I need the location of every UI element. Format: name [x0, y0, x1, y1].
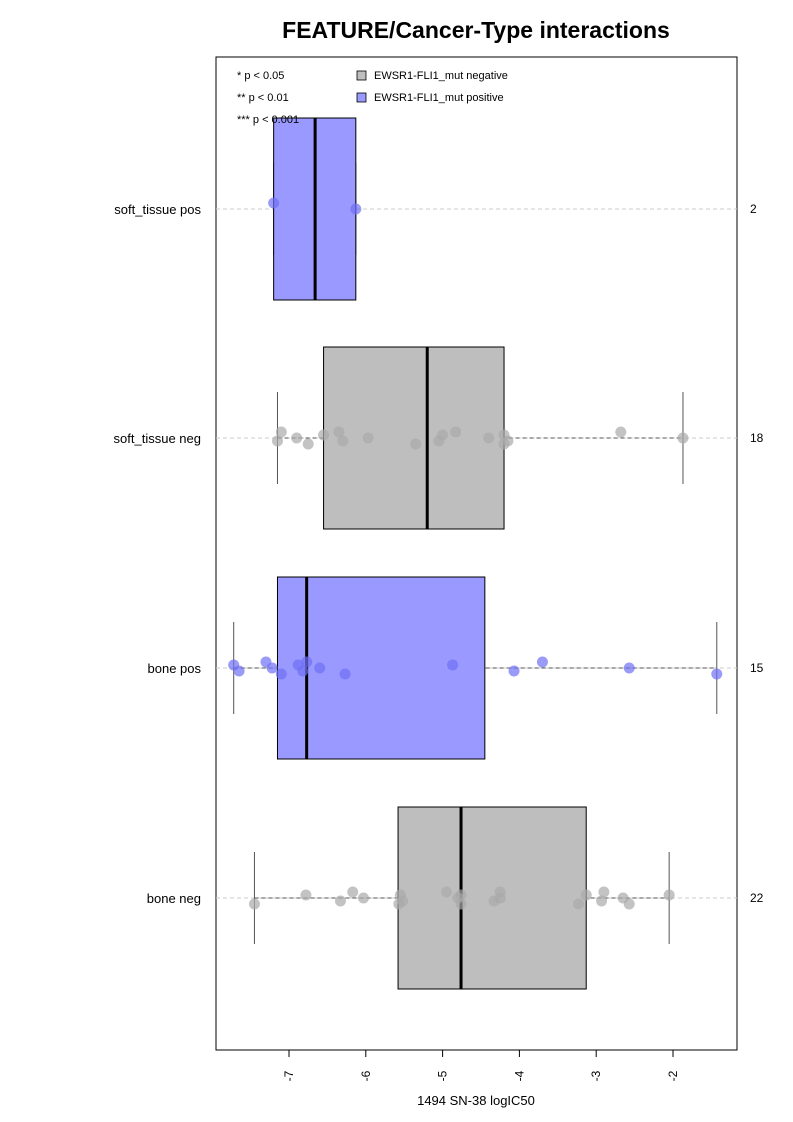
- data-point-3-0: [248, 898, 260, 910]
- data-point-2-11: [508, 665, 520, 677]
- data-point-2-9: [339, 668, 351, 680]
- boxes: [273, 117, 587, 990]
- data-point-2-4: [275, 668, 287, 680]
- data-point-2-14: [711, 668, 723, 680]
- category-label-0: soft_tissue pos: [114, 202, 201, 217]
- data-point-1-17: [677, 432, 689, 444]
- x-axis: -7 -6 -5 -4 -3 -2: [282, 1049, 680, 1081]
- data-point-1-6: [333, 426, 345, 438]
- legend-swatch-positive: [356, 92, 367, 103]
- data-point-3-1: [300, 889, 312, 901]
- data-point-2-13: [623, 662, 635, 674]
- legend-swatch-negative: [356, 70, 367, 81]
- category-label-2: bone pos: [148, 661, 202, 676]
- data-point-2-12: [536, 656, 548, 668]
- data-point-3-17: [596, 895, 608, 907]
- data-point-3-16: [580, 889, 592, 901]
- count-labels: 2 18 15 22: [750, 202, 764, 905]
- data-point-3-11: [455, 889, 467, 901]
- x-tick-label-2: -5: [436, 1070, 450, 1081]
- data-points: [228, 197, 723, 910]
- sig-legend-2: ** p < 0.01: [237, 92, 289, 104]
- data-point-3-7: [397, 895, 409, 907]
- data-point-1-5: [337, 435, 349, 447]
- data-point-3-14: [494, 892, 506, 904]
- count-label-0: 2: [750, 202, 757, 216]
- legend-label-negative: EWSR1-FLI1_mut negative: [374, 70, 508, 82]
- category-labels: soft_tissue pos soft_tissue neg bone pos bo…: [114, 202, 202, 906]
- data-point-1-0: [271, 435, 283, 447]
- box-1: [323, 346, 505, 530]
- x-axis-label: 1494 SN-38 logIC50: [417, 1093, 535, 1108]
- data-point-1-16: [615, 426, 627, 438]
- data-point-0-1: [350, 203, 362, 215]
- data-point-2-8: [314, 662, 326, 674]
- gridlines: [216, 208, 737, 899]
- data-point-1-1: [275, 426, 287, 438]
- data-point-3-15: [573, 898, 585, 910]
- legend: * p < 0.05 ** p < 0.01 *** p < 0.001 EWS…: [237, 70, 508, 126]
- data-point-2-10: [447, 659, 459, 671]
- legend-label-positive: EWSR1-FLI1_mut positive: [374, 92, 504, 104]
- x-tick-label-4: -3: [589, 1070, 603, 1081]
- data-point-1-10: [433, 435, 445, 447]
- data-point-3-21: [663, 889, 675, 901]
- data-point-2-6: [297, 665, 309, 677]
- data-point-3-4: [357, 892, 369, 904]
- chart-title: FEATURE/Cancer-Type interactions: [282, 17, 670, 43]
- sig-legend-3: *** p < 0.001: [237, 114, 299, 126]
- data-point-1-3: [302, 438, 314, 450]
- category-label-3: bone neg: [147, 891, 201, 906]
- x-tick-label-1: -6: [359, 1070, 373, 1081]
- data-point-3-10: [455, 898, 467, 910]
- data-point-1-11: [450, 426, 462, 438]
- count-label-2: 15: [750, 661, 764, 675]
- data-point-1-15: [502, 435, 514, 447]
- count-label-3: 22: [750, 891, 764, 905]
- data-point-3-2: [334, 895, 346, 907]
- data-point-1-8: [410, 438, 422, 450]
- data-point-2-1: [233, 665, 245, 677]
- data-point-3-3: [347, 886, 359, 898]
- category-label-1: soft_tissue neg: [114, 431, 201, 446]
- sig-legend-1: * p < 0.05: [237, 70, 284, 82]
- data-point-1-2: [291, 432, 303, 444]
- data-point-1-12: [483, 432, 495, 444]
- data-point-3-18: [598, 886, 610, 898]
- x-tick-label-5: -2: [666, 1070, 680, 1081]
- data-point-1-7: [362, 432, 374, 444]
- data-point-3-20: [623, 898, 635, 910]
- data-point-2-3: [266, 662, 278, 674]
- count-label-1: 18: [750, 431, 764, 445]
- data-point-2-7: [301, 656, 313, 668]
- x-tick-label-3: -4: [512, 1070, 526, 1081]
- data-point-0-0: [268, 197, 280, 209]
- data-point-1-4: [318, 429, 330, 441]
- data-point-3-8: [440, 886, 452, 898]
- x-tick-label-0: -7: [282, 1070, 296, 1081]
